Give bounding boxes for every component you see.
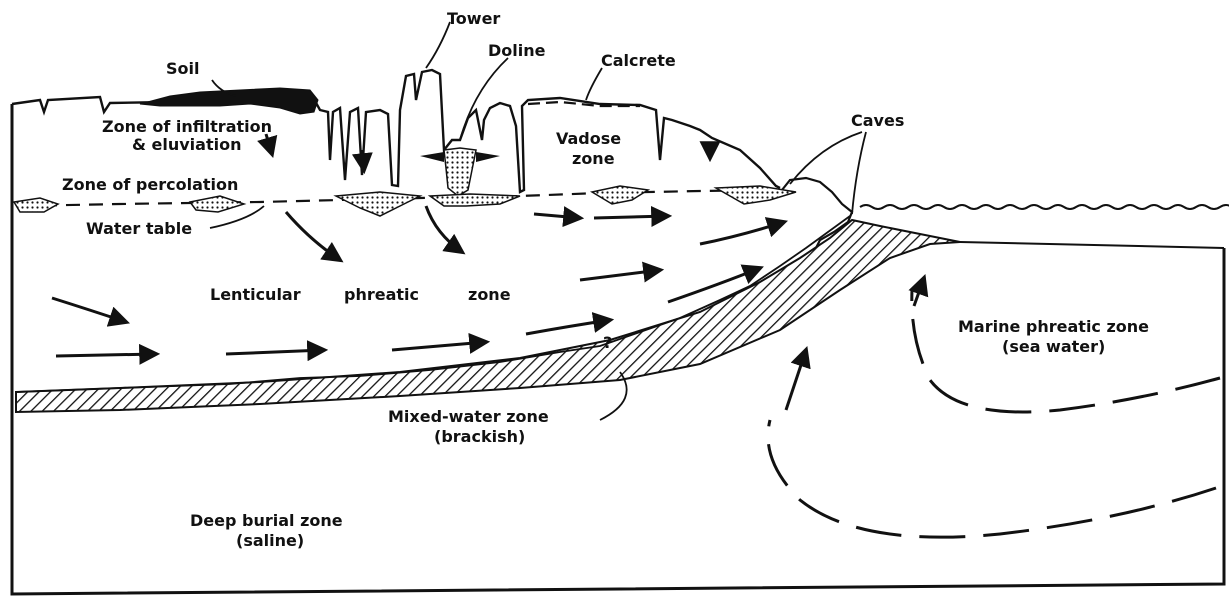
marine-zone-top [960, 242, 1224, 248]
label-caves: Caves [851, 112, 904, 130]
mixed-water-zone-band [16, 220, 960, 412]
doline-fill [444, 148, 476, 196]
label-deep-line1: Deep burial zone [190, 512, 343, 530]
label-mixed-line1: Mixed-water zone [388, 408, 549, 426]
label-marine-line1: Marine phreatic zone [958, 318, 1149, 336]
label-infiltration-line1: Zone of infiltration [102, 118, 272, 136]
label-lenticular-2: phreatic [344, 286, 419, 304]
sea-surface [860, 205, 1229, 209]
label-doline: Doline [488, 42, 545, 60]
label-lenticular-3: zone [468, 286, 511, 304]
label-tower: Tower [447, 10, 500, 28]
soil-body [140, 88, 318, 114]
label-soil: Soil [166, 60, 199, 78]
label-vadose-line1: Vadose [556, 130, 621, 148]
label-mixed-line2: (brackish) [434, 428, 525, 446]
label-percolation: Zone of percolation [62, 176, 238, 194]
label-vadose-line2: zone [572, 150, 615, 168]
label-lenticular-1: Lenticular [210, 286, 301, 304]
label-deep-line2: (saline) [236, 532, 304, 550]
label-marine-line2: (sea water) [1002, 338, 1105, 356]
label-question-mark: ? [603, 334, 612, 352]
label-infiltration-line2: & eluviation [132, 136, 241, 154]
label-calcrete: Calcrete [601, 52, 676, 70]
label-water-table: Water table [86, 220, 192, 238]
